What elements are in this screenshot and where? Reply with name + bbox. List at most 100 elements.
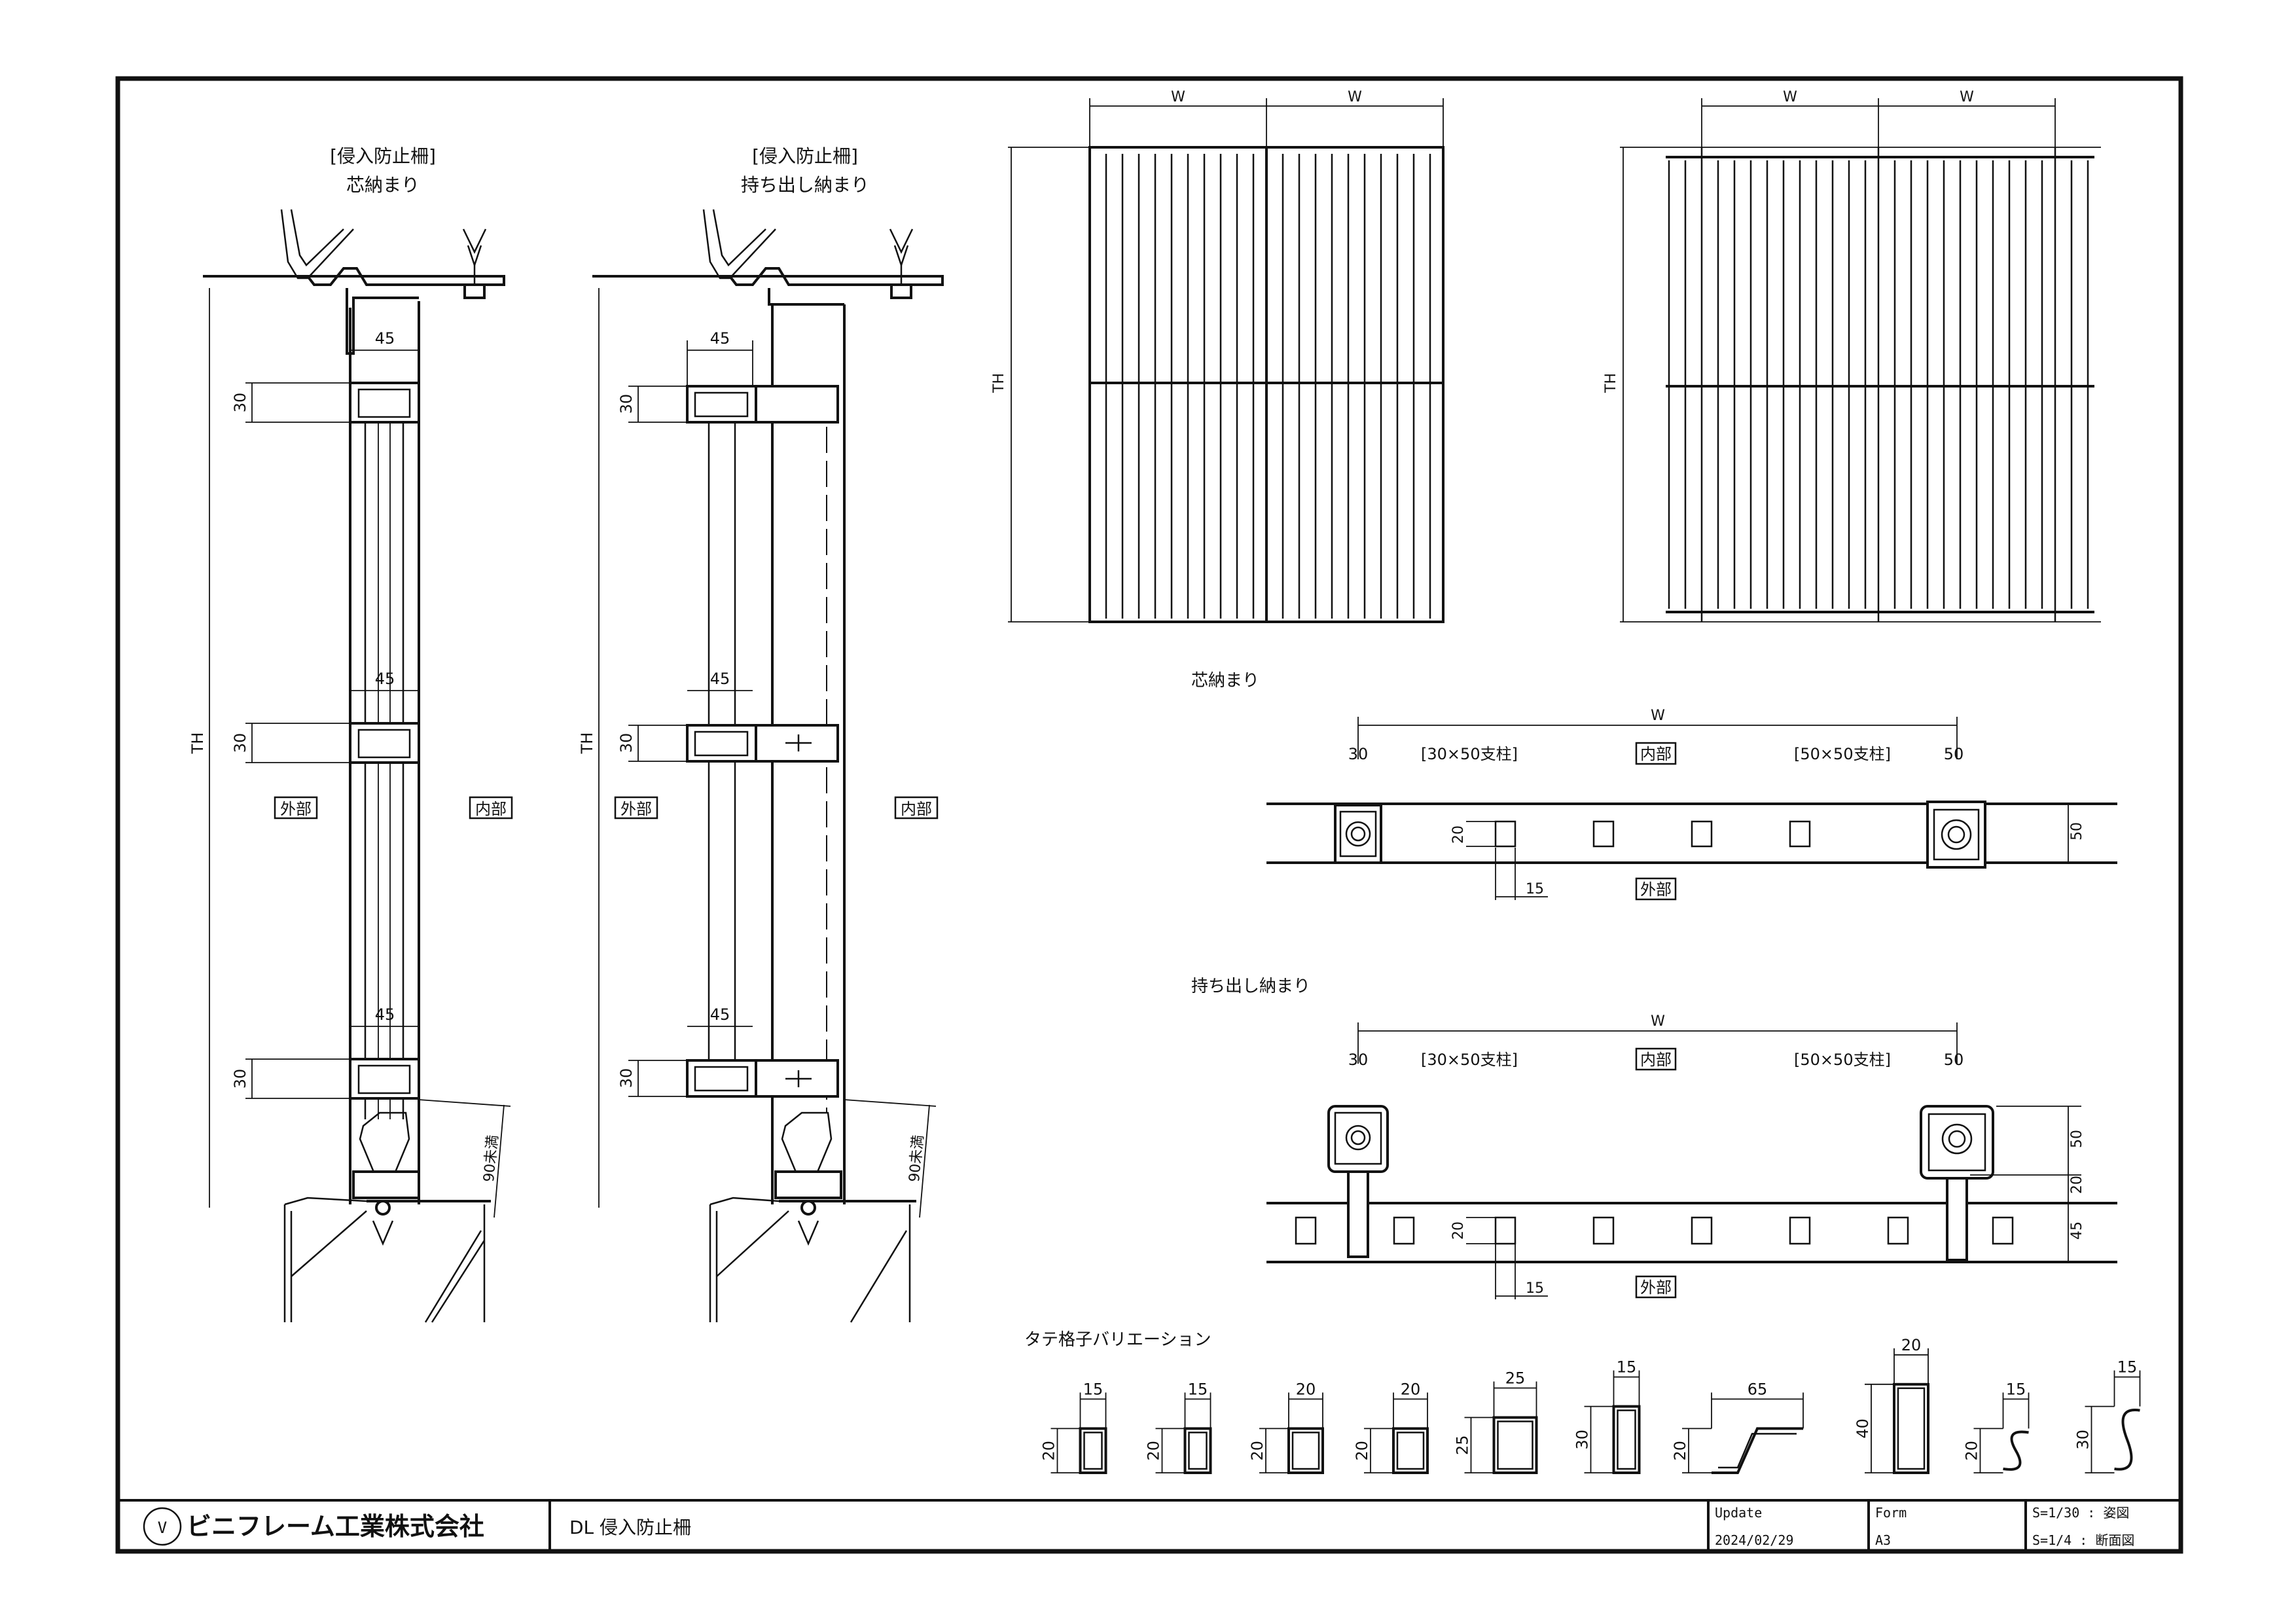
- plan2-dim50-side: 50: [2069, 1130, 2085, 1148]
- elevation-offset: W W TH: [1603, 89, 2101, 623]
- plan2-dim30: 30: [1348, 1051, 1369, 1069]
- variation-width-label: 65: [1748, 1380, 1768, 1398]
- plan2-dim15: 15: [1526, 1280, 1544, 1297]
- variation-height-label: 25: [1454, 1435, 1472, 1455]
- elevation-core: W W TH: [991, 89, 1444, 623]
- variation-profile: 65 20: [1671, 1380, 1804, 1474]
- plan1-outside: 外部: [1640, 880, 1672, 899]
- variation-height-label: 20: [1040, 1441, 1058, 1461]
- variation-width-label: 15: [2117, 1358, 2138, 1377]
- dim-30-d: 30: [617, 394, 636, 414]
- variation-height-label: 30: [1573, 1430, 1592, 1450]
- variation-width-label: 15: [1083, 1380, 1103, 1398]
- dim-45-a: 45: [375, 329, 395, 348]
- variation-height-label: 20: [1353, 1441, 1371, 1461]
- plan1-post50: [50×50支柱]: [1794, 745, 1891, 763]
- variation-height-label: 40: [1854, 1418, 1872, 1439]
- plan2-w: W: [1651, 1013, 1665, 1030]
- plan1-dim50-side: 50: [2069, 822, 2085, 840]
- drawing-title: DL 侵入防止柵: [569, 1517, 691, 1538]
- variation-height-label: 30: [2074, 1430, 2092, 1450]
- dim-45-d: 45: [710, 329, 730, 348]
- dim-45-c: 45: [375, 1005, 395, 1024]
- elev1-w-a: W: [1171, 89, 1185, 105]
- variation-width-label: 15: [1188, 1380, 1208, 1398]
- variation-width-label: 15: [1617, 1358, 1637, 1377]
- variation-height-label: 20: [1963, 1441, 1981, 1461]
- plan1-dim50: 50: [1944, 745, 1964, 763]
- plan1-w: W: [1651, 708, 1665, 724]
- form-label: Form: [1875, 1505, 1907, 1521]
- variation-width-label: 25: [1505, 1369, 1526, 1388]
- variation-width-label: 15: [2006, 1380, 2026, 1398]
- dim-th-core: TH: [188, 732, 207, 755]
- variation-width-label: 20: [1401, 1380, 1421, 1398]
- dim-30-e: 30: [617, 733, 636, 753]
- section-offset-title: [侵入防止柵]: [752, 145, 858, 167]
- dim-45-f: 45: [710, 1005, 730, 1024]
- elev2-w-b: W: [1960, 89, 1974, 105]
- variation-height-label: 20: [1145, 1441, 1163, 1461]
- plan2-dim45-side: 45: [2069, 1221, 2085, 1240]
- elev2-th: TH: [1603, 373, 1619, 393]
- variation-height-label: 20: [1248, 1441, 1266, 1461]
- plan-core: 芯納まり W 30 [30×50支柱] 内部 [50×50支柱] 50 20 1…: [1191, 671, 2117, 901]
- variation-height-label: 20: [1671, 1441, 1689, 1461]
- plan1-dim20: 20: [1450, 825, 1467, 844]
- variation-profile: 25 25: [1454, 1369, 1538, 1474]
- update-label: Update: [1715, 1505, 1762, 1521]
- update-date: 2024/02/29: [1715, 1532, 1793, 1548]
- company-logo: [143, 1507, 182, 1546]
- variation-width-label: 20: [1296, 1380, 1316, 1398]
- dim-30-b: 30: [231, 733, 249, 753]
- elev2-w-a: W: [1783, 89, 1797, 105]
- section-core: [侵入防止柵] 芯納まり 45 45 45 30: [188, 145, 513, 1323]
- scale-elevation: S=1/30 : 姿図: [2032, 1505, 2129, 1521]
- dim-30-a: 30: [231, 393, 249, 413]
- form-value: A3: [1875, 1532, 1891, 1548]
- plan2-post50: [50×50支柱]: [1794, 1051, 1891, 1069]
- plan1-inside: 内部: [1640, 745, 1672, 763]
- label-inside-offset: 内部: [901, 800, 932, 818]
- dim-th-offset: TH: [578, 732, 596, 755]
- plan1-dim15: 15: [1526, 881, 1544, 897]
- plan2-inside: 内部: [1640, 1051, 1672, 1069]
- title-block: V ビニフレーム工業株式会社 DL 侵入防止柵 Update 2024/02/2…: [118, 1499, 2181, 1551]
- sheet-border: [115, 76, 2183, 1554]
- plan-core-title: 芯納まり: [1191, 671, 1259, 691]
- label-outside-core: 外部: [280, 800, 312, 818]
- section-offset: [侵入防止柵] 持ち出し納まり 45 45 45 30: [578, 145, 944, 1323]
- elev1-th: TH: [991, 373, 1007, 393]
- variation-width-label: 20: [1901, 1336, 1922, 1354]
- plan1-dim30: 30: [1348, 745, 1369, 763]
- company-name: ビニフレーム工業株式会社: [187, 1512, 484, 1541]
- variations: タテ格子バリエーション 1520152020202020252515306520…: [1024, 1330, 2141, 1475]
- dim-30-f: 30: [617, 1068, 636, 1089]
- section-core-subtitle: 芯納まり: [346, 174, 420, 196]
- dim-45-e: 45: [710, 670, 730, 688]
- plan2-dim20: 20: [1450, 1221, 1467, 1240]
- dim-30-c: 30: [231, 1069, 249, 1089]
- plan1-post30: [30×50支柱]: [1421, 745, 1518, 763]
- svg-text:V: V: [158, 1519, 167, 1537]
- plan2-dim20-side: 20: [2069, 1176, 2085, 1194]
- plan2-outside: 外部: [1640, 1278, 1672, 1297]
- label-outside-offset: 外部: [620, 800, 652, 818]
- plan2-post30: [30×50支柱]: [1421, 1051, 1518, 1069]
- section-offset-subtitle: 持ち出し納まり: [741, 174, 869, 196]
- elev1-w-b: W: [1348, 89, 1362, 105]
- variations-title: タテ格子バリエーション: [1024, 1330, 1211, 1350]
- plan2-dim50: 50: [1944, 1051, 1964, 1069]
- section-core-title: [侵入防止柵]: [330, 145, 436, 167]
- plan-offset-title: 持ち出し納まり: [1191, 977, 1310, 996]
